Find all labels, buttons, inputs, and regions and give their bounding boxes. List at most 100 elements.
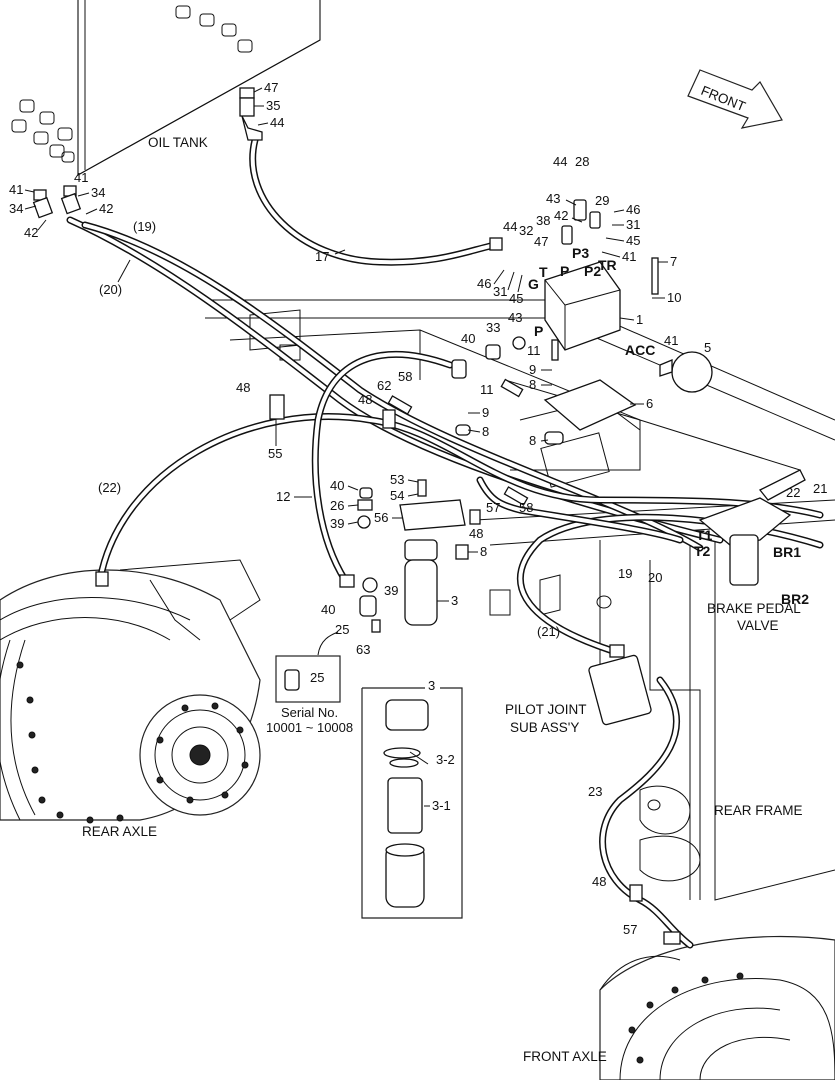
part-number-label: 48 bbox=[236, 380, 250, 395]
part-number-label: 8 bbox=[480, 544, 487, 559]
fittings bbox=[32, 87, 806, 945]
port-label: ACC bbox=[625, 342, 655, 358]
part-number-label: 56 bbox=[374, 510, 388, 525]
part-number-label: 6 bbox=[646, 396, 653, 411]
part-number-label: 57 bbox=[623, 922, 637, 937]
part-number-label: 45 bbox=[626, 233, 640, 248]
note-label: 3-1 bbox=[432, 798, 451, 813]
port-label: P bbox=[560, 263, 569, 279]
region-label: SUB ASS'Y bbox=[510, 720, 579, 735]
part-number-label: 23 bbox=[588, 784, 602, 799]
part-number-label: 41 bbox=[664, 333, 678, 348]
part-number-label: 41 bbox=[74, 170, 88, 185]
part-number-label: 11 bbox=[527, 343, 541, 358]
leader-line bbox=[605, 237, 625, 242]
part-number-label: 48 bbox=[469, 526, 483, 541]
region-label: FRONT AXLE bbox=[523, 1049, 607, 1064]
part-number-label: 44 bbox=[270, 115, 284, 130]
part-number-label: 40 bbox=[461, 331, 475, 346]
leader-line bbox=[613, 209, 625, 213]
part-number-label: 3 bbox=[451, 593, 458, 608]
part-number-label: (21) bbox=[537, 624, 560, 639]
region-label: REAR FRAME bbox=[714, 803, 803, 818]
leader-line bbox=[409, 751, 429, 765]
part-number-label: 41 bbox=[9, 182, 23, 197]
part-number-label: 12 bbox=[276, 489, 290, 504]
part-number-label: 40 bbox=[330, 478, 344, 493]
part-number-label: 19 bbox=[618, 566, 632, 581]
part-number-label: 58 bbox=[519, 500, 533, 515]
part-number-label: 53 bbox=[390, 472, 404, 487]
port-label: BR1 bbox=[773, 544, 801, 560]
part-number-label: 8 bbox=[529, 433, 536, 448]
serial-note-box bbox=[275, 655, 341, 703]
leader-line bbox=[77, 192, 90, 197]
part-number-label: 28 bbox=[575, 154, 589, 169]
front-direction-arrow bbox=[687, 69, 783, 129]
port-label: BR2 bbox=[781, 591, 809, 607]
part-number-label: 48 bbox=[358, 392, 372, 407]
part-number-label: 34 bbox=[91, 185, 105, 200]
leader-line bbox=[117, 259, 131, 283]
port-label: T2 bbox=[694, 543, 711, 559]
part-number-label: 9 bbox=[482, 405, 489, 420]
port-label: P2 bbox=[584, 263, 601, 279]
part-number-label: 9 bbox=[529, 362, 536, 377]
region-label: PILOT JOINT bbox=[505, 702, 587, 717]
part-number-label: 63 bbox=[356, 642, 370, 657]
leader-line bbox=[334, 249, 346, 255]
part-number-label: 42 bbox=[99, 201, 113, 216]
part-number-label: (20) bbox=[99, 282, 122, 297]
part-number-label: 42 bbox=[554, 208, 568, 223]
front-axle bbox=[599, 935, 835, 1081]
leader-line bbox=[565, 199, 577, 206]
part-number-label: 5 bbox=[704, 340, 711, 355]
note-label: 3 bbox=[428, 678, 435, 693]
part-number-label: 17 bbox=[315, 249, 329, 264]
part-number-label: 7 bbox=[670, 254, 677, 269]
region-label: REAR AXLE bbox=[82, 824, 157, 839]
note-label: 10001 ~ 10008 bbox=[266, 720, 353, 735]
part-number-label: 47 bbox=[534, 234, 548, 249]
region-label: OIL TANK bbox=[148, 135, 208, 150]
part-number-label: 35 bbox=[266, 98, 280, 113]
part-number-label: 55 bbox=[268, 446, 282, 461]
note-label: Serial No. bbox=[281, 705, 338, 720]
part-number-label: 62 bbox=[377, 378, 391, 393]
leader-line bbox=[493, 269, 505, 285]
part-number-label: 39 bbox=[330, 516, 344, 531]
port-label: P3 bbox=[572, 245, 589, 261]
serial-note-leader bbox=[317, 631, 339, 656]
part-number-label: 29 bbox=[595, 193, 609, 208]
part-number-label: 57 bbox=[486, 500, 500, 515]
leader-line bbox=[407, 479, 419, 483]
leader-line bbox=[347, 521, 359, 525]
part-number-label: 42 bbox=[24, 225, 38, 240]
leader-line bbox=[467, 429, 481, 433]
part-number-label: 47 bbox=[264, 80, 278, 95]
leader-line bbox=[619, 317, 635, 321]
part-number-label: 33 bbox=[486, 320, 500, 335]
leader-line bbox=[253, 87, 263, 93]
port-label: TR bbox=[598, 257, 617, 273]
part-number-label: 40 bbox=[321, 602, 335, 617]
port-label: P bbox=[534, 323, 543, 339]
part-number-label: 8 bbox=[529, 377, 536, 392]
leader-line bbox=[24, 189, 35, 193]
leader-line bbox=[257, 122, 269, 126]
part-number-label: 43 bbox=[508, 310, 522, 325]
part-number-label: 11 bbox=[480, 382, 494, 397]
part-number-label: 44 bbox=[503, 219, 517, 234]
part-number-label: 45 bbox=[509, 291, 523, 306]
region-label: BRAKE PEDAL bbox=[707, 601, 801, 616]
port-label: G bbox=[528, 276, 539, 292]
labels-layer: OIL TANK REAR AXLE FRONT AXLE REAR FRAME PIL… bbox=[9, 80, 827, 1064]
part-number-label: 1 bbox=[636, 312, 643, 327]
region-label: VALVE bbox=[737, 618, 779, 633]
leader-line bbox=[507, 271, 515, 291]
leader-line bbox=[540, 439, 549, 442]
part-number-label: 39 bbox=[384, 583, 398, 598]
part-number-label: 38 bbox=[536, 213, 550, 228]
